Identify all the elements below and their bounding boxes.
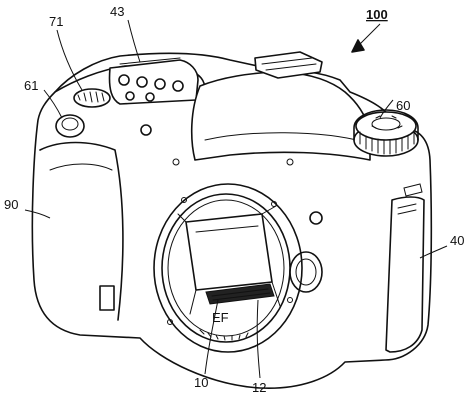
ref-43: 43 [110,4,124,19]
leader-10 [204,299,219,375]
leader-61 [43,89,63,119]
dof-button [309,211,323,225]
top-button-6 [145,92,155,102]
front-button [140,124,152,136]
top-button-2 [136,76,148,88]
mirror-box [177,205,281,315]
leader-90 [24,209,51,219]
leader-40 [419,245,448,259]
mount-text: EF [212,310,229,325]
command-dial [73,88,111,108]
ref-71: 71 [49,14,63,29]
reference-numerals: 100 43 71 61 60 90 40 10 12 [4,4,464,395]
arrow-100 [351,39,365,53]
pentaprism-housing [190,71,371,161]
side-door [385,196,425,353]
leader-71 [56,29,83,91]
lens-release-button [289,251,323,293]
grip-strap-mount [99,285,115,311]
lens-mount: EF [153,183,303,353]
ref-12: 12 [252,380,266,395]
top-button-3 [154,78,166,90]
ref-100: 100 [366,7,388,22]
grip-outline [39,141,124,321]
leader-60 [379,99,394,119]
leader-100 [357,23,381,47]
top-button-4 [172,80,184,92]
mode-dial [353,109,419,157]
ref-61: 61 [24,78,38,93]
grip-controls [55,88,111,138]
reflex-mirror [185,213,273,291]
ref-90: 90 [4,197,18,212]
top-button-5 [125,91,135,101]
top-button-1 [118,74,130,86]
ref-60: 60 [396,98,410,113]
ref-10: 10 [194,375,208,390]
leader-43 [127,19,141,63]
leader-12 [256,299,261,379]
ref-40: 40 [450,233,464,248]
camera-body [31,51,433,389]
hot-shoe [254,51,323,79]
leader-lines [24,19,448,379]
